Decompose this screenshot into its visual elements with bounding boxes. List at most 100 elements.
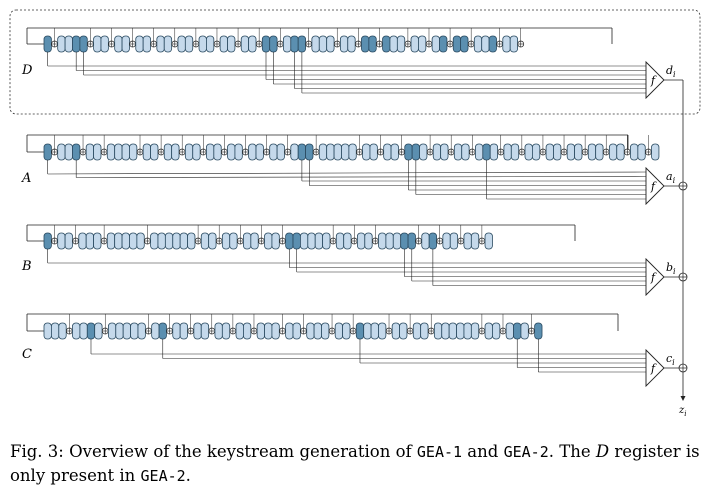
reg-d-cell (410, 35, 419, 53)
reg-a-cell (566, 143, 575, 161)
reg-c-cell (137, 322, 146, 340)
reg-a-cell (227, 143, 236, 161)
reg-c-function-box (645, 348, 665, 388)
reg-c-cell (193, 322, 202, 340)
reg-b-cell (356, 232, 366, 250)
reg-d-cell (269, 35, 278, 53)
reg-c-cell (130, 322, 139, 340)
reg-b-cell (484, 232, 493, 250)
reg-a-cell (616, 143, 625, 161)
reg-c-cell (534, 322, 543, 340)
caption-d-register: D (595, 442, 610, 461)
reg-a-cell (326, 143, 335, 161)
reg-b-function-box (645, 257, 665, 297)
reg-a-cell (305, 143, 314, 161)
reg-c-cell (214, 322, 223, 340)
reg-d-cell (473, 35, 483, 53)
reg-a-cell (574, 143, 583, 161)
reg-c-cell (484, 322, 493, 340)
reg-c-cell (58, 322, 67, 340)
reg-a-cell (171, 143, 180, 161)
reg-c-cell (492, 322, 501, 340)
reg-b-cell (292, 232, 301, 250)
reg-a-cell (348, 143, 357, 161)
reg-d-cell (368, 35, 377, 53)
reg-c-cell (292, 322, 301, 340)
reg-b-cell (285, 232, 294, 250)
reg-d-cell (361, 35, 370, 53)
reg-b-cell (208, 232, 217, 250)
reg-a-cell (129, 143, 138, 161)
reg-c-cell (107, 322, 117, 340)
reg-a-cell (184, 143, 194, 161)
reg-c-cell (441, 322, 450, 340)
reg-b-cell (314, 232, 324, 250)
caption-end: . (185, 466, 191, 485)
reg-c-cell (342, 322, 351, 340)
reg-d-cell (488, 35, 497, 53)
reg-a-cell (411, 143, 420, 161)
reg-c-cell (51, 322, 60, 340)
reg-b-cell (442, 232, 451, 250)
caption-text-3: register is only present in (10, 442, 700, 485)
reg-b-cell (200, 232, 210, 250)
reg-d-cell (282, 35, 292, 53)
caption-gea2-second: GEA-2 (140, 467, 186, 485)
reg-b-cell (221, 232, 231, 250)
reg-b-cell (364, 232, 373, 250)
reg-d-cell (79, 35, 88, 53)
reg-c-cell (363, 322, 372, 340)
reg-d-cell (509, 35, 519, 53)
reg-a-cell (276, 143, 285, 161)
reg-d-cell (135, 35, 144, 53)
reg-a-cell (269, 143, 278, 161)
reg-a-cell (404, 143, 413, 161)
reg-b-cell (343, 232, 352, 250)
reg-a-cell (461, 143, 470, 161)
reg-d-cell (198, 35, 207, 53)
reg-a-cell (651, 143, 660, 161)
reg-a-cell (595, 143, 604, 161)
reg-d-cell (396, 35, 406, 53)
reg-d-cell (121, 35, 130, 53)
reg-c-cell (243, 322, 252, 340)
reg-c-cell (172, 322, 181, 340)
reg-b-cell (307, 232, 316, 250)
reg-a-cell (524, 143, 533, 161)
reg-a-label: A (21, 171, 31, 186)
caption-text-2: . The (548, 442, 591, 461)
reg-b-label: B (21, 259, 32, 274)
reg-c-cell (122, 322, 131, 340)
reg-c-cell (115, 322, 124, 340)
reg-b-cell (271, 232, 280, 250)
reg-a-cell (57, 143, 66, 161)
reg-a-cell (362, 143, 371, 161)
reg-b-cell (150, 232, 159, 250)
reg-c-cell (520, 322, 529, 340)
reg-d-cell (100, 35, 109, 53)
reg-b-function-label: f (650, 271, 657, 284)
reg-c-cell (505, 322, 514, 340)
reg-a-cell (234, 143, 243, 161)
reg-c-cell (391, 322, 400, 340)
reg-d-cell (184, 35, 194, 53)
reg-c-cell (313, 322, 322, 340)
reg-a-cell (72, 143, 81, 161)
reg-c-cell (94, 322, 103, 340)
reg-b-cell (57, 232, 66, 250)
reg-c-cell (179, 322, 188, 340)
reg-b-cell (378, 232, 387, 250)
reg-d-cell (418, 35, 427, 53)
reg-d-cell (311, 35, 320, 53)
reg-d-label: D (21, 63, 33, 78)
reg-c-cell (264, 322, 273, 340)
reg-d-cell (177, 35, 186, 53)
reg-d-cell (163, 35, 173, 53)
reg-d-cell (481, 35, 490, 53)
reg-c-cell (151, 322, 160, 340)
reg-d-cell (114, 35, 123, 53)
reg-a-cell (213, 143, 222, 161)
reg-b-cell (172, 232, 181, 250)
reg-a-cell (453, 143, 463, 161)
